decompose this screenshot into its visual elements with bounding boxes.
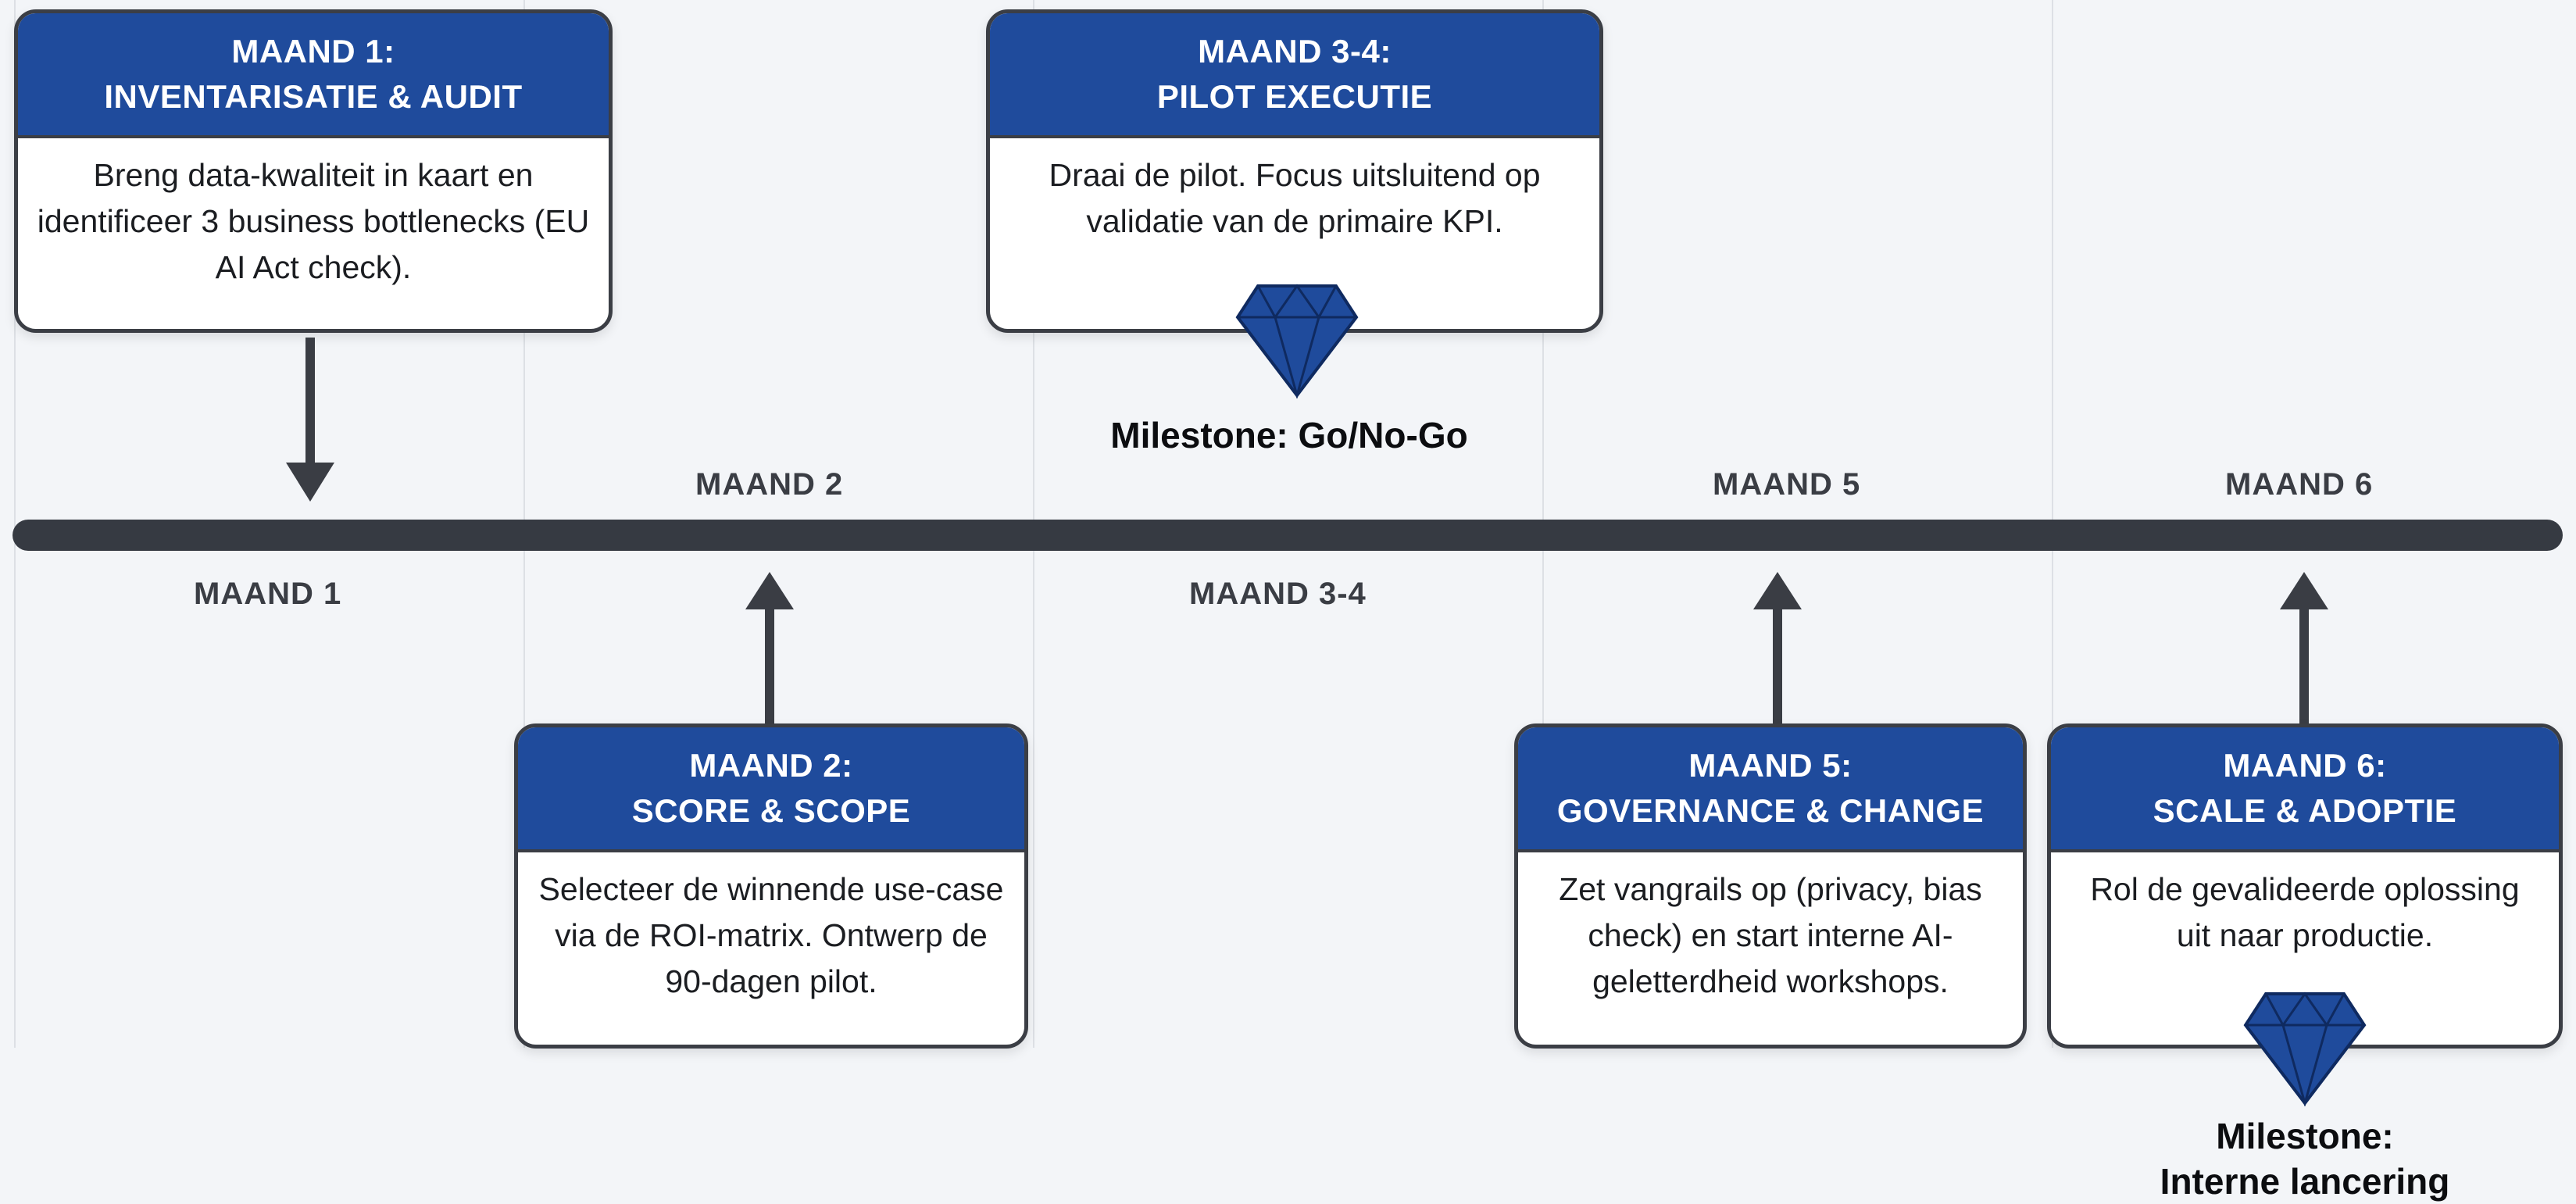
milestone-launch-line1: Milestone: [2216,1116,2394,1156]
timeline-label-month5: MAAND 5 [1713,467,1861,502]
card-month1-title-line2: INVENTARISATIE & AUDIT [104,78,523,115]
card-month1-header: MAAND 1: INVENTARISATIE & AUDIT [18,13,609,138]
card-month5-title-line2: GOVERNANCE & CHANGE [1556,792,1985,829]
card-month5-body: Zet vangrails op (privacy, bias check) e… [1559,871,1982,999]
timeline-label-month1: MAAND 1 [194,577,342,611]
arrow-up-icon [1753,572,1802,727]
card-month34-title-line2: PILOT EXECUTIE [1156,78,1433,115]
milestone-interne-lancering: Milestone: Interne lancering [2070,1113,2539,1204]
arrow-down-icon [286,338,334,502]
card-month5: MAAND 5: GOVERNANCE & CHANGE Zet vangrai… [1514,723,2027,1049]
card-month2-title-line1: MAAND 2: [689,747,853,784]
milestone-go-no-go-label: Milestone: Go/No-Go [1110,415,1468,456]
arrow-up-icon [745,572,794,727]
card-month6-title-line1: MAAND 6: [2223,747,2387,784]
card-month5-header: MAAND 5: GOVERNANCE & CHANGE [1518,727,2023,852]
card-month6-body: Rol de gevalideerde oplossing uit naar p… [2090,871,2520,953]
diamond-icon [2243,991,2367,1106]
card-month34-body: Draai de pilot. Focus uitsluitend op val… [1049,157,1541,239]
timeline-label-month34: MAAND 3-4 [1189,577,1367,611]
column-divider [14,0,16,1048]
arrow-up-icon [2280,572,2328,727]
card-month6-title-line2: SCALE & ADOPTIE [2153,792,2457,829]
card-month1: MAAND 1: INVENTARISATIE & AUDIT Breng da… [14,9,613,333]
card-month2-header: MAAND 2: SCORE & SCOPE [518,727,1024,852]
card-month34-header: MAAND 3-4: PILOT EXECUTIE [990,13,1599,138]
card-month2: MAAND 2: SCORE & SCOPE Selecteer de winn… [514,723,1028,1049]
card-month34: MAAND 3-4: PILOT EXECUTIE Draai de pilot… [986,9,1603,333]
card-month2-title-line2: SCORE & SCOPE [631,792,911,829]
card-month5-title-line1: MAAND 5: [1688,747,1853,784]
card-month1-title-line1: MAAND 1: [231,33,395,70]
timeline-label-month2: MAAND 2 [695,467,844,502]
card-month34-title-line1: MAAND 3-4: [1198,33,1392,70]
milestone-go-no-go: Milestone: Go/No-Go [1031,413,1547,458]
milestone-launch-line2: Interne lancering [2160,1161,2450,1202]
timeline-label-month6: MAAND 6 [2225,467,2374,502]
card-month6-header: MAAND 6: SCALE & ADOPTIE [2051,727,2559,852]
diamond-icon [1235,284,1359,398]
card-month2-body: Selecteer de winnende use-case via de RO… [538,871,1004,999]
card-month1-body: Breng data-kwaliteit in kaart en identif… [37,157,590,285]
timeline-bar [13,520,2563,551]
